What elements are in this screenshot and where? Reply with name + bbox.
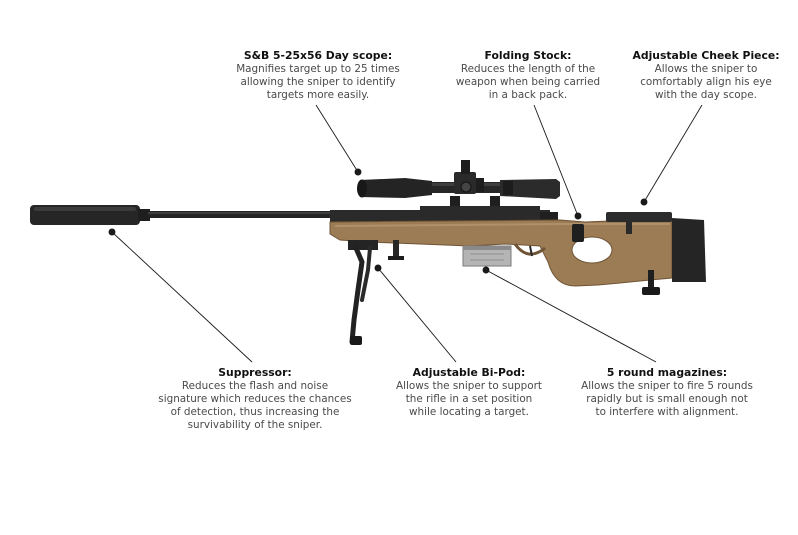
- scope-part: [357, 160, 560, 212]
- callout-folding-stock: Folding Stock: Reduces the length of the…: [443, 49, 613, 102]
- leader-folding-stock-dot: [574, 212, 582, 220]
- leader-magazines-dot: [482, 266, 490, 274]
- callout-cheek-piece-title: Adjustable Cheek Piece:: [632, 49, 780, 62]
- leader-magazines: [485, 269, 657, 363]
- callout-scope-body: Magnifies target up to 25 times allowing…: [236, 63, 400, 101]
- callout-cheek-piece-body: Allows the sniper to comfortably align h…: [640, 63, 772, 101]
- callout-suppressor-title: Suppressor:: [218, 366, 292, 379]
- leader-suppressor: [111, 231, 253, 363]
- barrel-part: [148, 211, 348, 218]
- leader-lines: [108, 104, 703, 363]
- callout-magazines-title: 5 round magazines:: [606, 366, 728, 379]
- callout-magazines-body: Allows the sniper to fire 5 rounds rapid…: [581, 380, 753, 418]
- callout-magazines: 5 round magazines: Allows the sniper to …: [573, 366, 761, 419]
- callout-scope-title: S&B 5-25x56 Day scope:: [243, 49, 393, 62]
- stock-part: [329, 212, 706, 295]
- magazine-part: [462, 245, 512, 267]
- suppressor-part: [30, 205, 150, 225]
- callout-folding-stock-body: Reduces the length of the weapon when be…: [455, 63, 601, 101]
- leader-bipod: [377, 267, 457, 363]
- leader-bipod-dot: [374, 264, 382, 272]
- callout-suppressor-body: Reduces the flash and noise signature wh…: [158, 380, 352, 431]
- callout-bipod-title: Adjustable Bi-Pod:: [412, 366, 526, 379]
- leader-scope: [315, 104, 359, 173]
- bipod-part: [348, 240, 404, 345]
- callout-bipod-body: Allows the sniper to support the rifle i…: [396, 380, 542, 418]
- leader-cheek-piece: [643, 104, 703, 203]
- callout-bipod: Adjustable Bi-Pod: Allows the sniper to …: [384, 366, 554, 419]
- callout-suppressor: Suppressor: Reduces the flash and noise …: [150, 366, 360, 432]
- leader-suppressor-dot: [108, 228, 116, 236]
- leader-cheek-piece-dot: [640, 198, 648, 206]
- leader-folding-stock: [533, 104, 579, 217]
- callout-folding-stock-title: Folding Stock:: [484, 49, 572, 62]
- callout-cheek-piece: Adjustable Cheek Piece: Allows the snipe…: [626, 49, 786, 102]
- leader-scope-dot: [354, 168, 362, 176]
- callout-scope: S&B 5-25x56 Day scope: Magnifies target …: [228, 49, 408, 102]
